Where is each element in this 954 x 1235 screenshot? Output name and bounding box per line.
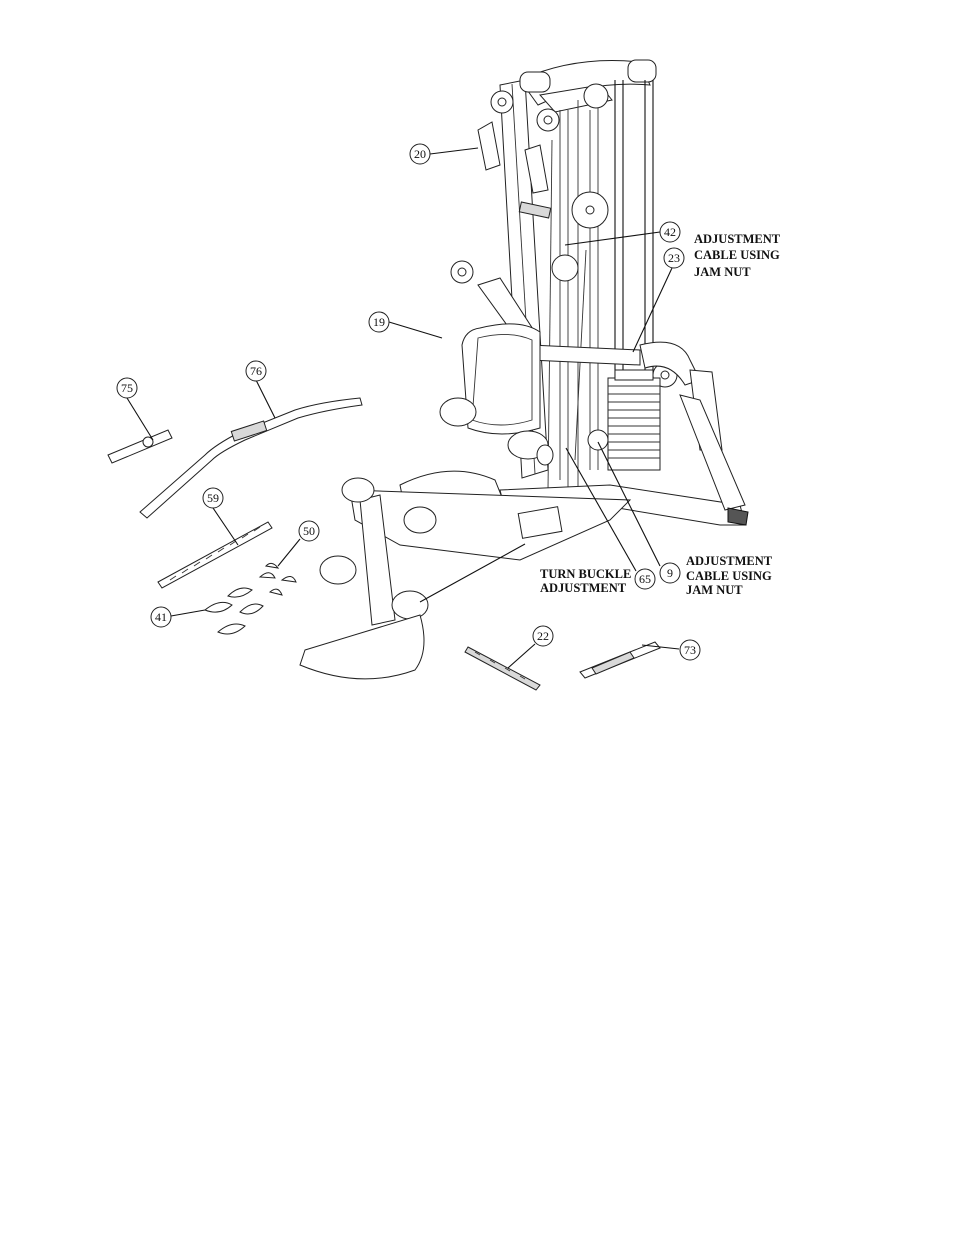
callout-73: 73 (679, 639, 701, 661)
note-bottom-line-1: ADJUSTMENT (686, 554, 773, 568)
chain (157, 521, 273, 589)
callout-20: 20 (409, 143, 431, 165)
note-adjustment-cable-top: ADJUSTMENT CABLE USING JAM NUT (694, 232, 781, 279)
weight-stack (607, 369, 661, 471)
seat-assembly (349, 470, 632, 561)
foot-plate (299, 614, 425, 680)
callout-65-number: 65 (639, 572, 651, 586)
short-bar (107, 429, 173, 464)
callout-50-number: 50 (303, 524, 315, 538)
callout-50: 50 (298, 520, 320, 542)
ankle-strap (464, 646, 541, 691)
callout-42: 42 (659, 221, 681, 243)
upper-handles (477, 121, 552, 219)
note-top-line-1: ADJUSTMENT (694, 232, 781, 246)
back-pad (461, 323, 541, 435)
home-gym-machine (299, 59, 749, 680)
accessories (107, 397, 661, 691)
lat-bar (139, 397, 363, 519)
note-bottom-line-3: JAM NUT (686, 583, 743, 597)
callout-9-number: 9 (667, 566, 673, 580)
callout-41: 41 (150, 606, 172, 628)
leg-developer (319, 397, 554, 626)
callout-59-number: 59 (207, 491, 219, 505)
callout-23-number: 23 (668, 251, 680, 265)
handle-strap (579, 641, 661, 679)
callout-19-number: 19 (373, 315, 385, 329)
callout-76: 76 (245, 360, 267, 382)
callout-76-number: 76 (250, 364, 262, 378)
callout-42-number: 42 (664, 225, 676, 239)
callout-73-number: 73 (684, 643, 696, 657)
cables (547, 100, 599, 500)
callout-22: 22 (532, 625, 554, 647)
callout-23: 23 (663, 247, 685, 269)
callout-19: 19 (368, 311, 390, 333)
note-adjustment-cable-bottom: ADJUSTMENT CABLE USING JAM NUT (686, 554, 773, 597)
callout-65: 65 (634, 568, 656, 590)
callout-22-number: 22 (537, 629, 549, 643)
note-turn-buckle: TURN BUCKLE ADJUSTMENT (540, 567, 631, 595)
note-turn-buckle-line-1: TURN BUCKLE (540, 567, 631, 581)
note-turn-buckle-line-2: ADJUSTMENT (540, 581, 627, 595)
callout-20-number: 20 (414, 147, 426, 161)
callout-75: 75 (116, 377, 138, 399)
snap-hooks (204, 587, 264, 635)
leader-lines (126, 147, 680, 669)
callout-59: 59 (202, 487, 224, 509)
callout-9: 9 (659, 562, 681, 584)
note-top-line-3: JAM NUT (694, 265, 751, 279)
callout-41-number: 41 (155, 610, 167, 624)
note-bottom-line-2: CABLE USING (686, 569, 772, 583)
d-rings (258, 562, 297, 596)
pulleys (450, 83, 678, 451)
lat-bar-grip (230, 420, 268, 442)
note-top-line-2: CABLE USING (694, 248, 780, 262)
callout-75-number: 75 (121, 381, 133, 395)
